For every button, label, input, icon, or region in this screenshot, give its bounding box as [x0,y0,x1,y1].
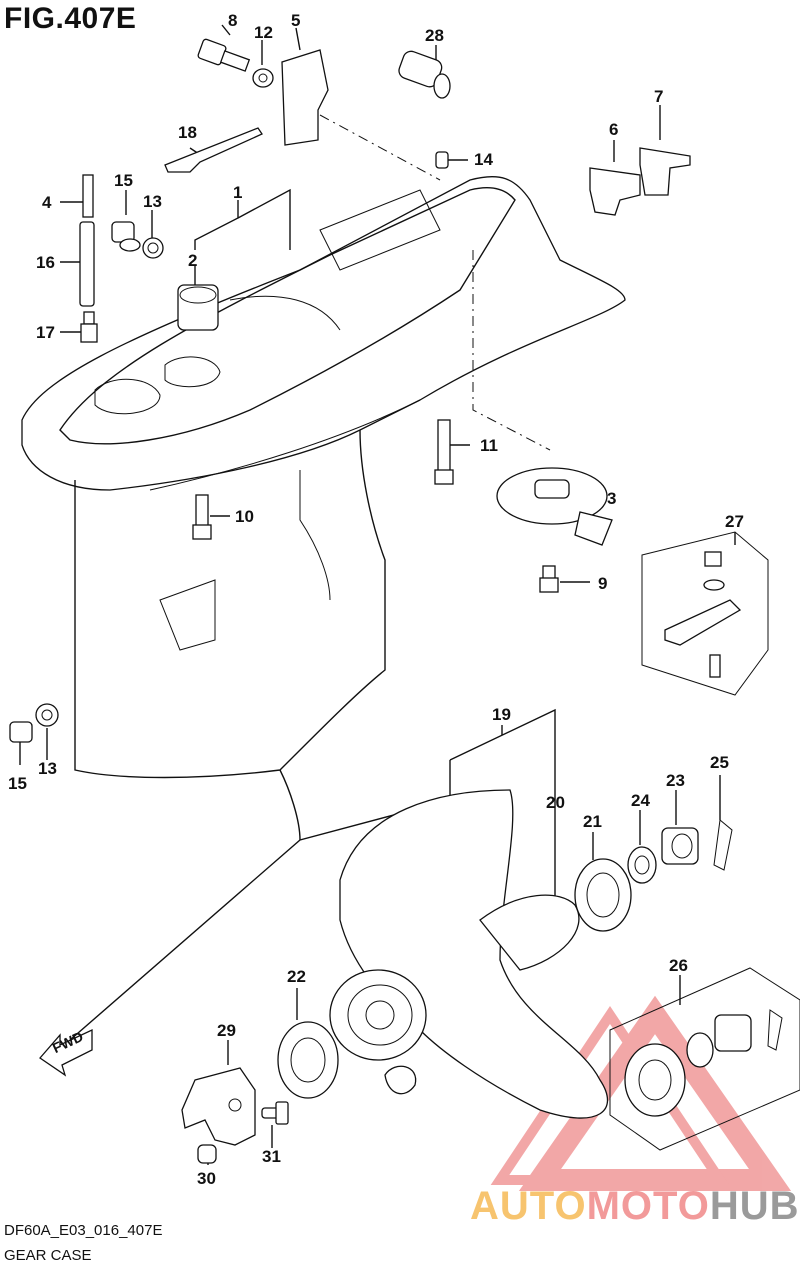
part-15-drain-plug [9,721,33,743]
watermark-part-moto: MOTO [586,1184,710,1228]
part-19-propeller [329,789,609,1119]
callout-14: 14 [474,150,493,169]
callout-7: 7 [654,87,664,106]
callout-4: 4 [42,193,52,212]
callout-5: 5 [291,11,301,30]
callout-11: 11 [480,436,498,455]
callout-23: 23 [666,771,685,790]
part-13-washer [35,703,59,727]
part-7-bracket [639,147,691,196]
part-12-washer [252,68,274,88]
callout-25: 25 [710,753,729,772]
callout-29: 29 [217,1021,236,1040]
part-13-gasket [142,237,164,259]
part-27-kit [641,531,769,696]
callout-13-top: 13 [143,192,162,211]
figure-code: DF60A_E03_016_407E [4,1222,163,1239]
callout-10: 10 [235,507,254,526]
part-5-anode [281,49,329,146]
callout-6: 6 [609,120,619,139]
part-6-bracket [589,167,641,216]
fwd-arrow-icon [39,1028,93,1077]
watermark-part-auto: AUTO [470,1184,587,1228]
part-14-dowel [435,151,449,169]
callout-26: 26 [669,956,688,975]
callout-18: 18 [178,123,197,142]
watermark-part-hub: HUB [709,1184,800,1228]
part-28-plug [398,50,451,99]
callout-28: 28 [425,26,444,45]
callout-16: 16 [36,253,55,272]
part-30-plug [197,1144,217,1164]
callout-31: 31 [262,1147,281,1166]
part-4-stud [82,174,94,218]
callout-12: 12 [254,23,273,42]
part-9-bolt [539,565,559,593]
part-15-plug [111,221,141,252]
part-10-bolt [192,494,212,540]
figure-name: GEAR CASE [4,1247,92,1264]
part-17-fitting [80,311,98,343]
gear-case-housing [21,176,626,841]
part-31-bolt [261,1101,289,1125]
part-25-cotter-pin [713,819,733,871]
callout-27: 27 [725,512,744,531]
callout-15-bottom: 15 [8,774,27,793]
callout-17: 17 [36,323,55,342]
part-3-trim-tab [496,467,613,546]
callout-20: 20 [546,793,565,812]
part-24-washer [627,846,657,884]
part-23-nut [661,827,699,865]
callout-9: 9 [598,574,608,593]
part-22-thrust-washer [277,1021,339,1099]
watermark-text: AUTOMOTOHUB [470,1184,800,1229]
callout-30: 30 [197,1169,216,1188]
callout-2: 2 [188,251,198,270]
callout-19: 19 [492,705,511,724]
part-18-clamp [164,127,263,173]
part-16-pin [79,221,95,307]
part-11-bolt [434,419,454,485]
part-8-bolt [197,38,251,72]
callout-15-top: 15 [114,171,133,190]
callout-22: 22 [287,967,306,986]
callout-1: 1 [233,183,243,202]
part-21-thrust-washer [574,858,632,932]
callout-8: 8 [228,11,238,30]
callout-3: 3 [607,489,617,508]
part-29-bracket [181,1067,256,1146]
callout-13-bottom: 13 [38,759,57,778]
callout-24: 24 [631,791,650,810]
callout-21: 21 [583,812,602,831]
part-26-kit [609,967,800,1151]
figure-title: FIG.407E [4,2,137,35]
